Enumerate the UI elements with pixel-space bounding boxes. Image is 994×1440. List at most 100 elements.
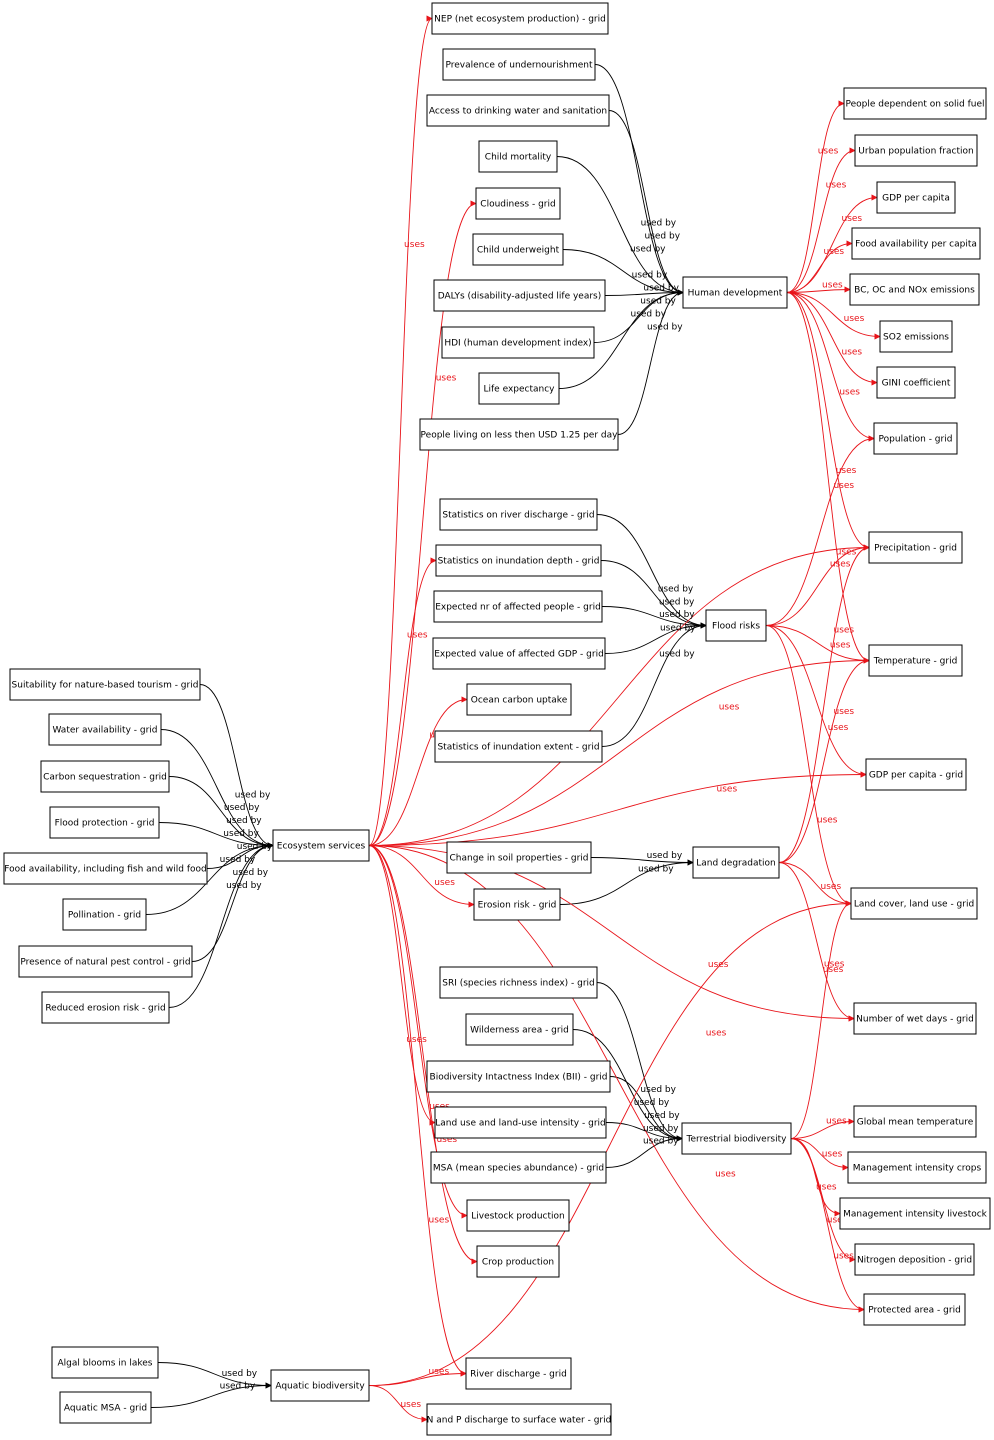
edge-line [790,900,852,1139]
edge-line [596,514,707,629]
edge-line [609,1076,683,1142]
edge-line [786,292,875,442]
node-hdi: HDI (human development index) [441,326,595,359]
node-wateravail: Water availability - grid [48,713,162,746]
node-label: Cloudiness - grid [480,200,555,210]
node-box [442,48,596,81]
edge-floodrisk-to-landcover [765,625,852,907]
edge-line [368,845,478,1265]
edge-humandev-to-bcoc [786,286,851,293]
node-label: Precipitation - grid [874,544,957,554]
edge-erosion-to-landdeg [559,859,694,905]
edge-poverty-to-humandev [617,289,684,435]
node-erosion: Erosion risk - grid [473,888,561,921]
uses-label: uses [841,347,862,357]
node-ecoserv: Ecosystem services [272,829,370,862]
edge-line [778,657,870,863]
uses-label: uses [404,240,425,250]
edge-exppeople-to-floodrisk [601,606,707,629]
used-by-label: used by [224,803,260,813]
edge-landuseint-to-terrbio [605,1122,683,1142]
node-pollination: Pollination - grid [62,898,147,931]
edge-line [158,822,274,849]
used-by-label: used by [220,855,256,865]
node-box [681,1122,792,1155]
node-label: Management intensity livestock [843,1210,988,1220]
uses-label: uses [429,1367,450,1377]
uses-label: uses [833,1252,854,1262]
edge-wateravail-to-ecoserv [160,729,274,849]
edge-bii-to-terrbio [609,1076,683,1142]
node-label: Land degradation [696,859,775,869]
node-box [435,544,602,577]
node-pest: Presence of natural pest control - grid [18,945,193,978]
node-label: Global mean temperature [857,1118,974,1128]
edge-line [786,292,878,386]
node-protected: Protected area - grid [863,1293,966,1326]
edge-line [562,249,684,296]
edge-line [790,1138,865,1313]
node-oceancarbon: Ocean carbon uptake [466,683,572,716]
edge-line [786,147,856,293]
node-label: Population - grid [879,435,953,445]
edge-line [572,1029,683,1142]
node-landcover: Land cover, land use - grid [850,887,978,920]
edge-humandev-to-popgrid [786,292,875,442]
edge-line [368,900,852,1386]
uses-label: uses [828,723,849,733]
uses-label: uses [436,373,457,383]
edge-childmort-to-humandev [556,156,684,296]
node-box [426,94,610,127]
uses-label: uses [406,1035,427,1045]
node-label: Statistics on river discharge - grid [442,511,594,521]
uses-label: uses [816,1183,837,1193]
node-box [863,1293,966,1326]
edge-childunder-to-humandev [562,249,684,296]
edge-line [617,289,684,435]
node-box [426,1060,611,1093]
edge-aquamsa-to-aquabio [150,1382,272,1408]
node-popgrid: Population - grid [873,422,958,455]
edge-line [786,292,870,664]
edge-pest-to-ecoserv [191,842,274,962]
node-humandev: Human development [682,276,788,309]
edge-line [608,110,684,296]
node-temp: Temperature - grid [868,644,963,677]
used-by-label: used by [643,1124,679,1134]
node-box [62,898,147,931]
used-by-label: used by [226,881,262,891]
node-box [849,273,980,306]
node-box [839,1197,991,1230]
uses-label: uses [830,559,851,569]
node-childmort: Child mortality [478,140,558,173]
node-box [51,1346,159,1379]
edge-ecoserv-to-cloud [368,200,477,846]
uses-label: uses [841,214,862,224]
edge-humandev-to-precip [786,292,870,551]
uses-label: uses [429,1216,450,1226]
edge-ecoserv-to-nep [368,15,433,846]
node-label: Expected value of affected GDP - grid [434,650,604,660]
edge-humandev-to-urban [786,147,856,293]
node-label: Life expectancy [483,385,555,395]
uses-label: uses [824,959,845,969]
edge-line [160,729,274,849]
node-box [868,531,963,564]
used-by-label: used by [631,309,667,319]
node-drinkwater: Access to drinking water and sanitation [426,94,610,127]
edge-ecoserv-to-riverdis [368,845,467,1377]
edge-line [765,544,870,626]
uses-label: uses [839,388,860,398]
edge-line [368,544,870,846]
uses-label: uses [836,547,857,557]
edge-floodrisk-to-popgrid [765,435,875,626]
node-mgmtcrops: Management intensity crops [847,1151,987,1184]
node-box [446,841,592,874]
used-by-label: used by [237,842,273,852]
node-statriver: Statistics on river discharge - grid [439,498,598,531]
node-box [432,637,606,670]
edge-line [778,544,870,863]
node-wetdays: Number of wet days - grid [853,1002,977,1035]
uses-label: uses [844,314,865,324]
edge-line [368,845,436,1126]
